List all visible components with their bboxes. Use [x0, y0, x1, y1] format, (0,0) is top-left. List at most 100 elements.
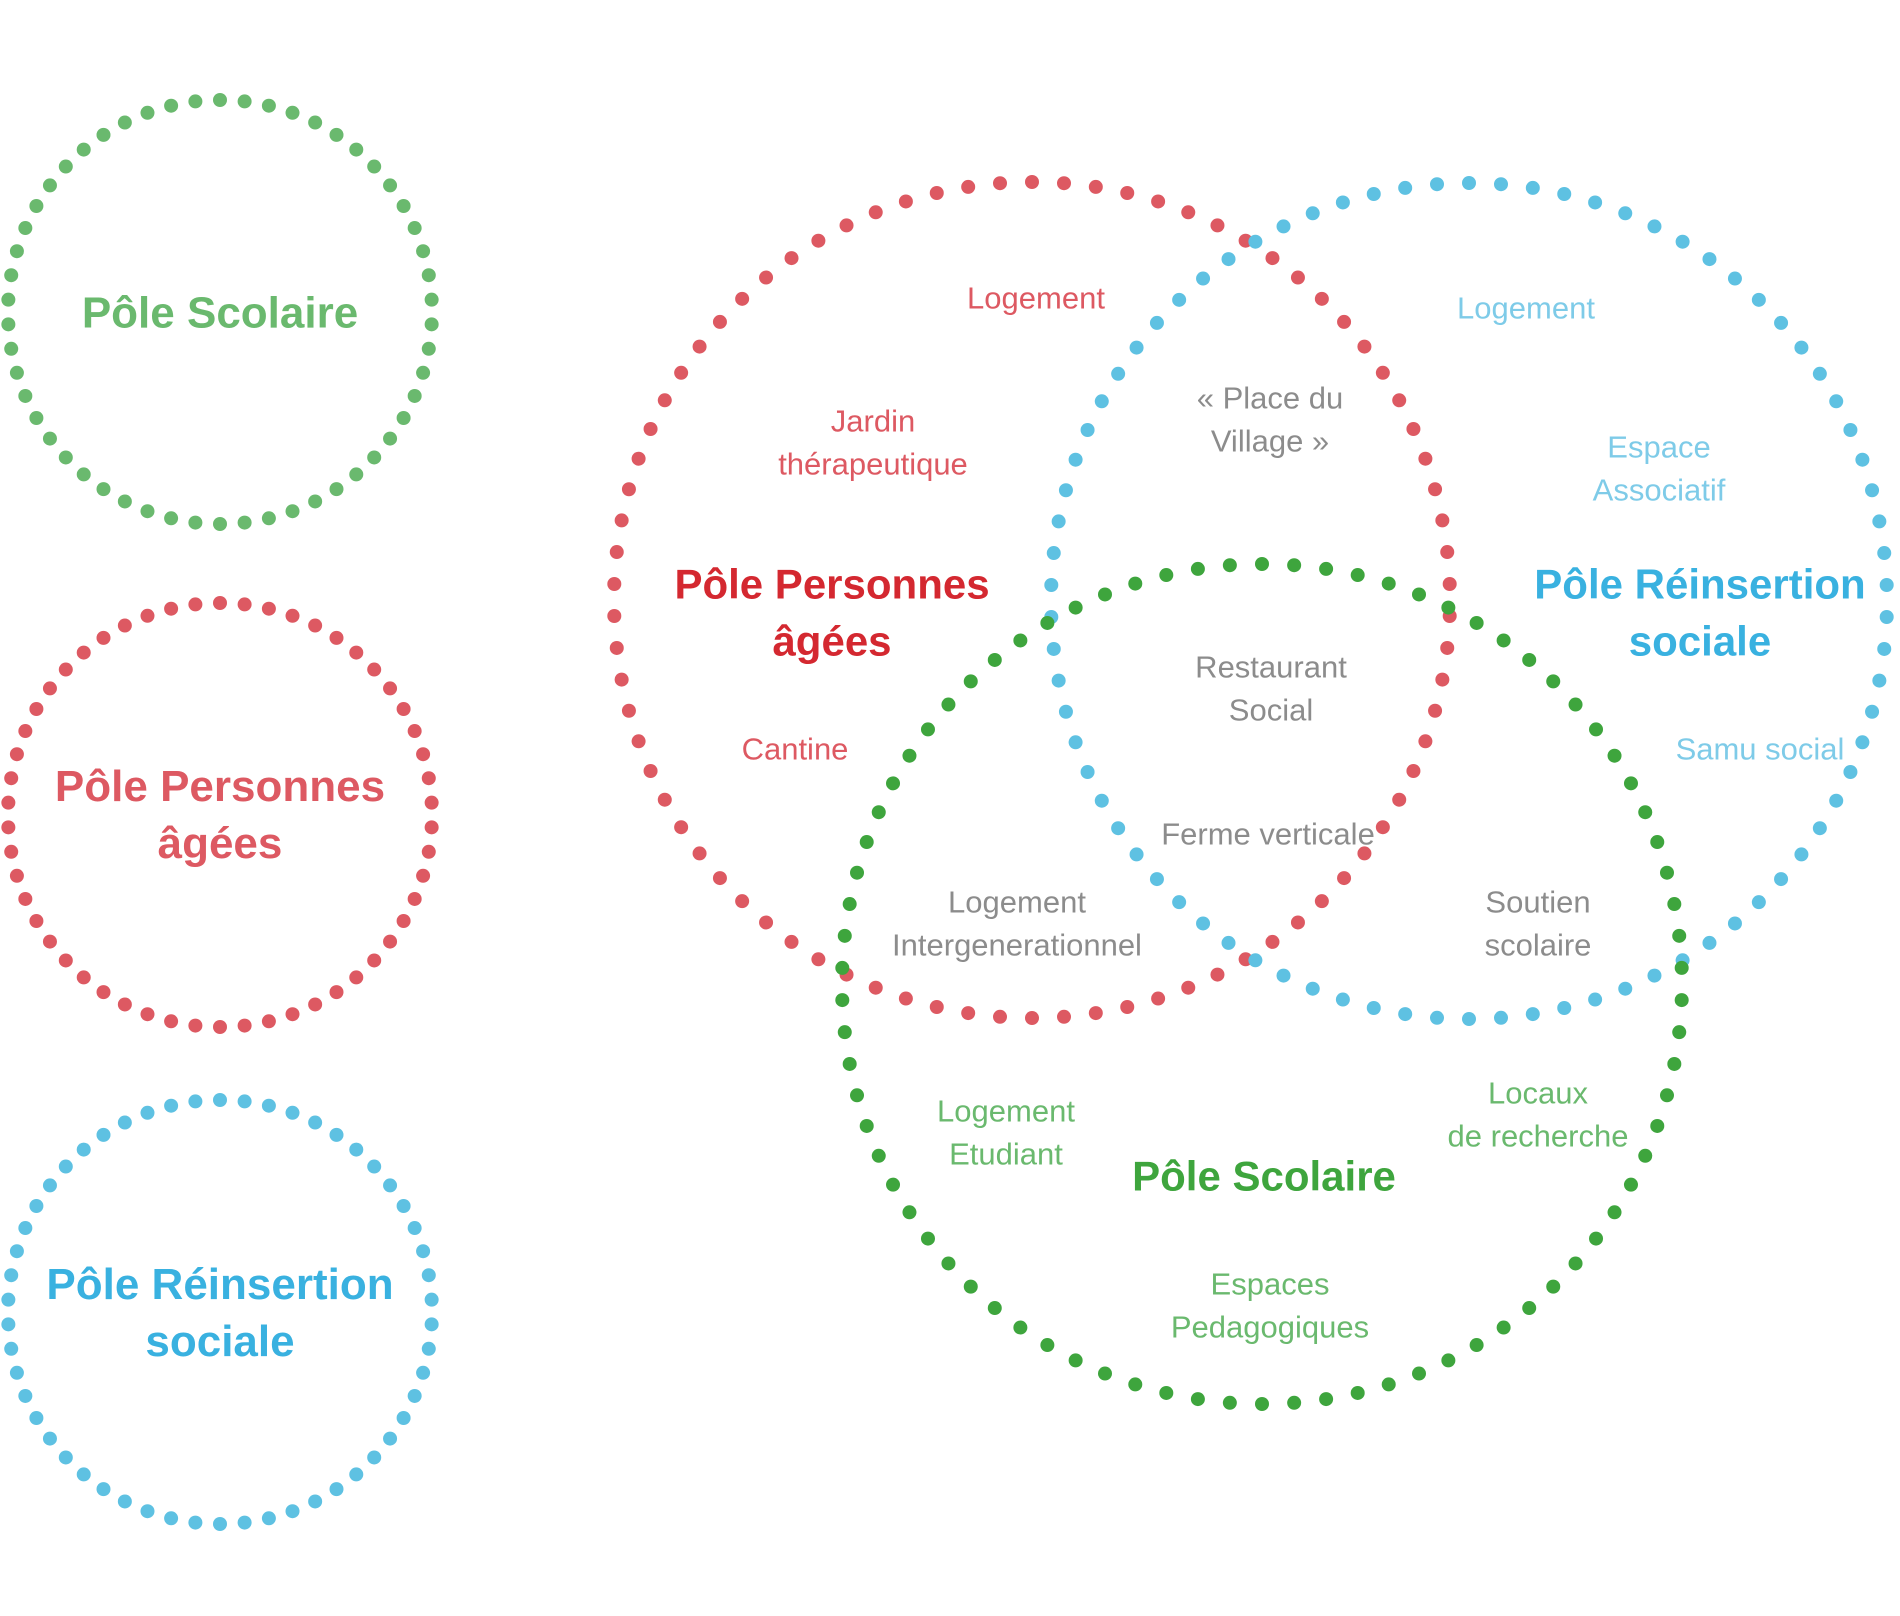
circle-dot [837, 928, 852, 943]
circle-dot [1129, 340, 1144, 355]
scolaire-espaces-line-1: Espaces [1210, 1266, 1330, 1302]
circle-dot [898, 194, 913, 209]
circle-dot [396, 914, 411, 928]
circle-dot [987, 652, 1002, 667]
circle-dot [76, 970, 91, 985]
circle-dot [674, 365, 689, 380]
circle-dot [1462, 1012, 1476, 1026]
reinsertion-espace-label: Espace Associatif [1593, 426, 1726, 513]
circle-dot [164, 511, 179, 526]
scolaire-logement-etudiant-line-2: Etudiant [949, 1137, 1063, 1172]
circle-dot [96, 630, 111, 645]
circle-dot [396, 1199, 411, 1213]
circle-dot [1751, 895, 1766, 910]
circle-dot [1428, 482, 1443, 497]
circle-dot [1751, 292, 1766, 307]
circle-dot [1337, 314, 1352, 329]
circle-dot [416, 244, 431, 259]
shared-logement-inter-line-2: Intergenerationnel [892, 928, 1142, 963]
circle-dot [1843, 423, 1858, 438]
circle-dot [1335, 992, 1350, 1007]
circle-dot [308, 1494, 323, 1509]
circle-dot [407, 724, 422, 739]
personnes-title-line-2: âgées [772, 617, 892, 664]
circle-dot [631, 734, 646, 749]
circle-dot [1588, 992, 1603, 1007]
circle-dot [1040, 1338, 1055, 1353]
circle-dot [1196, 271, 1211, 286]
shared-soutien-label: Soutien scolaire [1485, 881, 1592, 968]
circle-dot [42, 431, 57, 446]
circle-dot [4, 1268, 19, 1283]
circle-dot [117, 494, 132, 509]
circle-dot [1080, 764, 1095, 779]
reinsertion-samu-text: Samu social [1675, 731, 1845, 767]
circle-dot [961, 179, 976, 194]
circle-dot [1469, 615, 1484, 630]
circle-dot [1675, 234, 1690, 249]
circle-dot [886, 1177, 901, 1192]
circle-dot [188, 1094, 203, 1109]
circle-dot [1057, 1009, 1071, 1024]
circle-dot [349, 142, 364, 157]
personnes-title: Pôle Personnes âgées [674, 556, 989, 669]
circle-dot [993, 176, 1007, 191]
circle-dot [1522, 652, 1537, 667]
circle-dot [421, 268, 436, 283]
circle-dot [421, 844, 436, 859]
circle-dot [308, 1115, 323, 1130]
circle-dot [1618, 981, 1633, 996]
circle-dot [850, 865, 865, 880]
shared-place-line-2: Village » [1210, 424, 1330, 459]
circle-dot [1546, 1279, 1561, 1294]
circle-dot [76, 142, 91, 157]
circle-dot [416, 365, 431, 380]
circle-dot [9, 365, 24, 380]
circle-dot [1080, 423, 1095, 438]
circle-dot [42, 1178, 57, 1193]
circle-dot [416, 747, 431, 762]
circle-dot [712, 871, 727, 886]
circle-dot [1406, 763, 1421, 778]
circle-dot [1872, 514, 1887, 529]
circle-dot [1406, 422, 1421, 437]
circle-dot [1702, 252, 1717, 267]
circle-dot [837, 1025, 852, 1040]
circle-dot [117, 1494, 132, 1509]
circle-dot [1496, 633, 1511, 648]
circle-dot [58, 159, 73, 174]
circle-dot [1794, 847, 1809, 862]
circle-dot [76, 645, 91, 660]
circle-dot [1335, 195, 1350, 210]
circle-dot [76, 1467, 91, 1482]
circle-dot [1, 292, 16, 307]
circle-dot [18, 1221, 33, 1236]
circle-dot [285, 105, 300, 120]
circle-dot [1727, 916, 1742, 931]
circle-dot [1638, 1148, 1653, 1163]
circle-dot [868, 980, 883, 995]
circle-dot [9, 868, 24, 883]
circle-dot [367, 159, 382, 174]
circle-dot [308, 997, 323, 1012]
circle-dot [1287, 1395, 1302, 1410]
circle-dot [1496, 1320, 1511, 1335]
circle-dot [1051, 514, 1066, 529]
circle-dot [1044, 577, 1059, 592]
circle-dot [18, 891, 33, 906]
circle-dot [1589, 1231, 1604, 1246]
shared-restaurant-line-2: Social [1228, 693, 1314, 728]
circle-dot [1428, 703, 1443, 718]
circle-dot [1366, 187, 1381, 201]
personnes-logement-text: Logement [967, 280, 1105, 316]
circle-dot [1111, 821, 1126, 836]
shared-ferme-label: Ferme verticale [1161, 812, 1375, 855]
circle-dot [609, 640, 624, 655]
circle-dot [1046, 546, 1061, 561]
circle-dot [1068, 735, 1083, 750]
circle-dot [1441, 600, 1456, 615]
circle-dot [213, 93, 227, 107]
circle-dot [1412, 1366, 1426, 1381]
circle-dot [383, 681, 398, 696]
